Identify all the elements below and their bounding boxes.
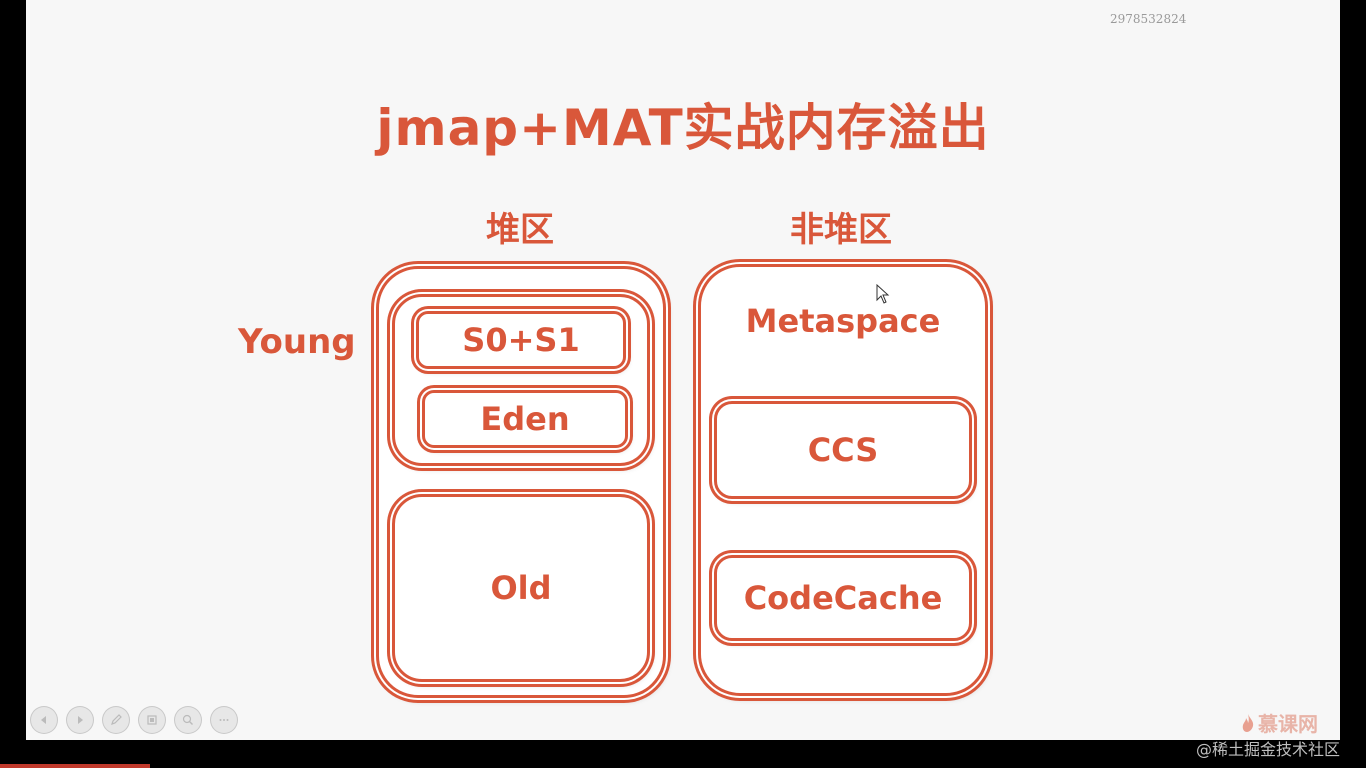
juejin-credit: @稀土掘金技术社区 — [1196, 740, 1341, 759]
metaspace-label: Metaspace — [745, 302, 941, 340]
eden-box: Eden — [422, 390, 628, 448]
ccs-box: CCS — [714, 401, 972, 499]
old-box: Old — [392, 494, 650, 682]
flame-icon — [1242, 713, 1254, 732]
slide: 2978532824 jmap+MAT实战内存溢出 堆区 非堆区 Young — [26, 0, 1340, 740]
screen-icon[interactable] — [138, 706, 166, 734]
nonheap-label: 非堆区 — [790, 210, 892, 250]
zoom-icon[interactable] — [174, 706, 202, 734]
s0-s1-box: S0+S1 — [416, 311, 626, 369]
prev-icon[interactable] — [30, 706, 58, 734]
video-progress-bar[interactable] — [0, 764, 150, 768]
more-icon[interactable] — [210, 706, 238, 734]
next-icon[interactable] — [66, 706, 94, 734]
player-controls — [30, 706, 238, 734]
slide-title: jmap+MAT实战内存溢出 — [376, 99, 990, 157]
codecache-box: CodeCache — [714, 555, 972, 641]
heap-label: 堆区 — [486, 210, 554, 250]
mouse-cursor-icon — [876, 284, 890, 304]
young-label: Young — [238, 322, 356, 362]
brand-text: 慕课网 — [1258, 712, 1318, 736]
watermark-id: 2978532824 — [1110, 12, 1187, 26]
brand-logo: 慕课网 — [1240, 708, 1318, 737]
pen-icon[interactable] — [102, 706, 130, 734]
bottom-bar — [0, 740, 1366, 768]
